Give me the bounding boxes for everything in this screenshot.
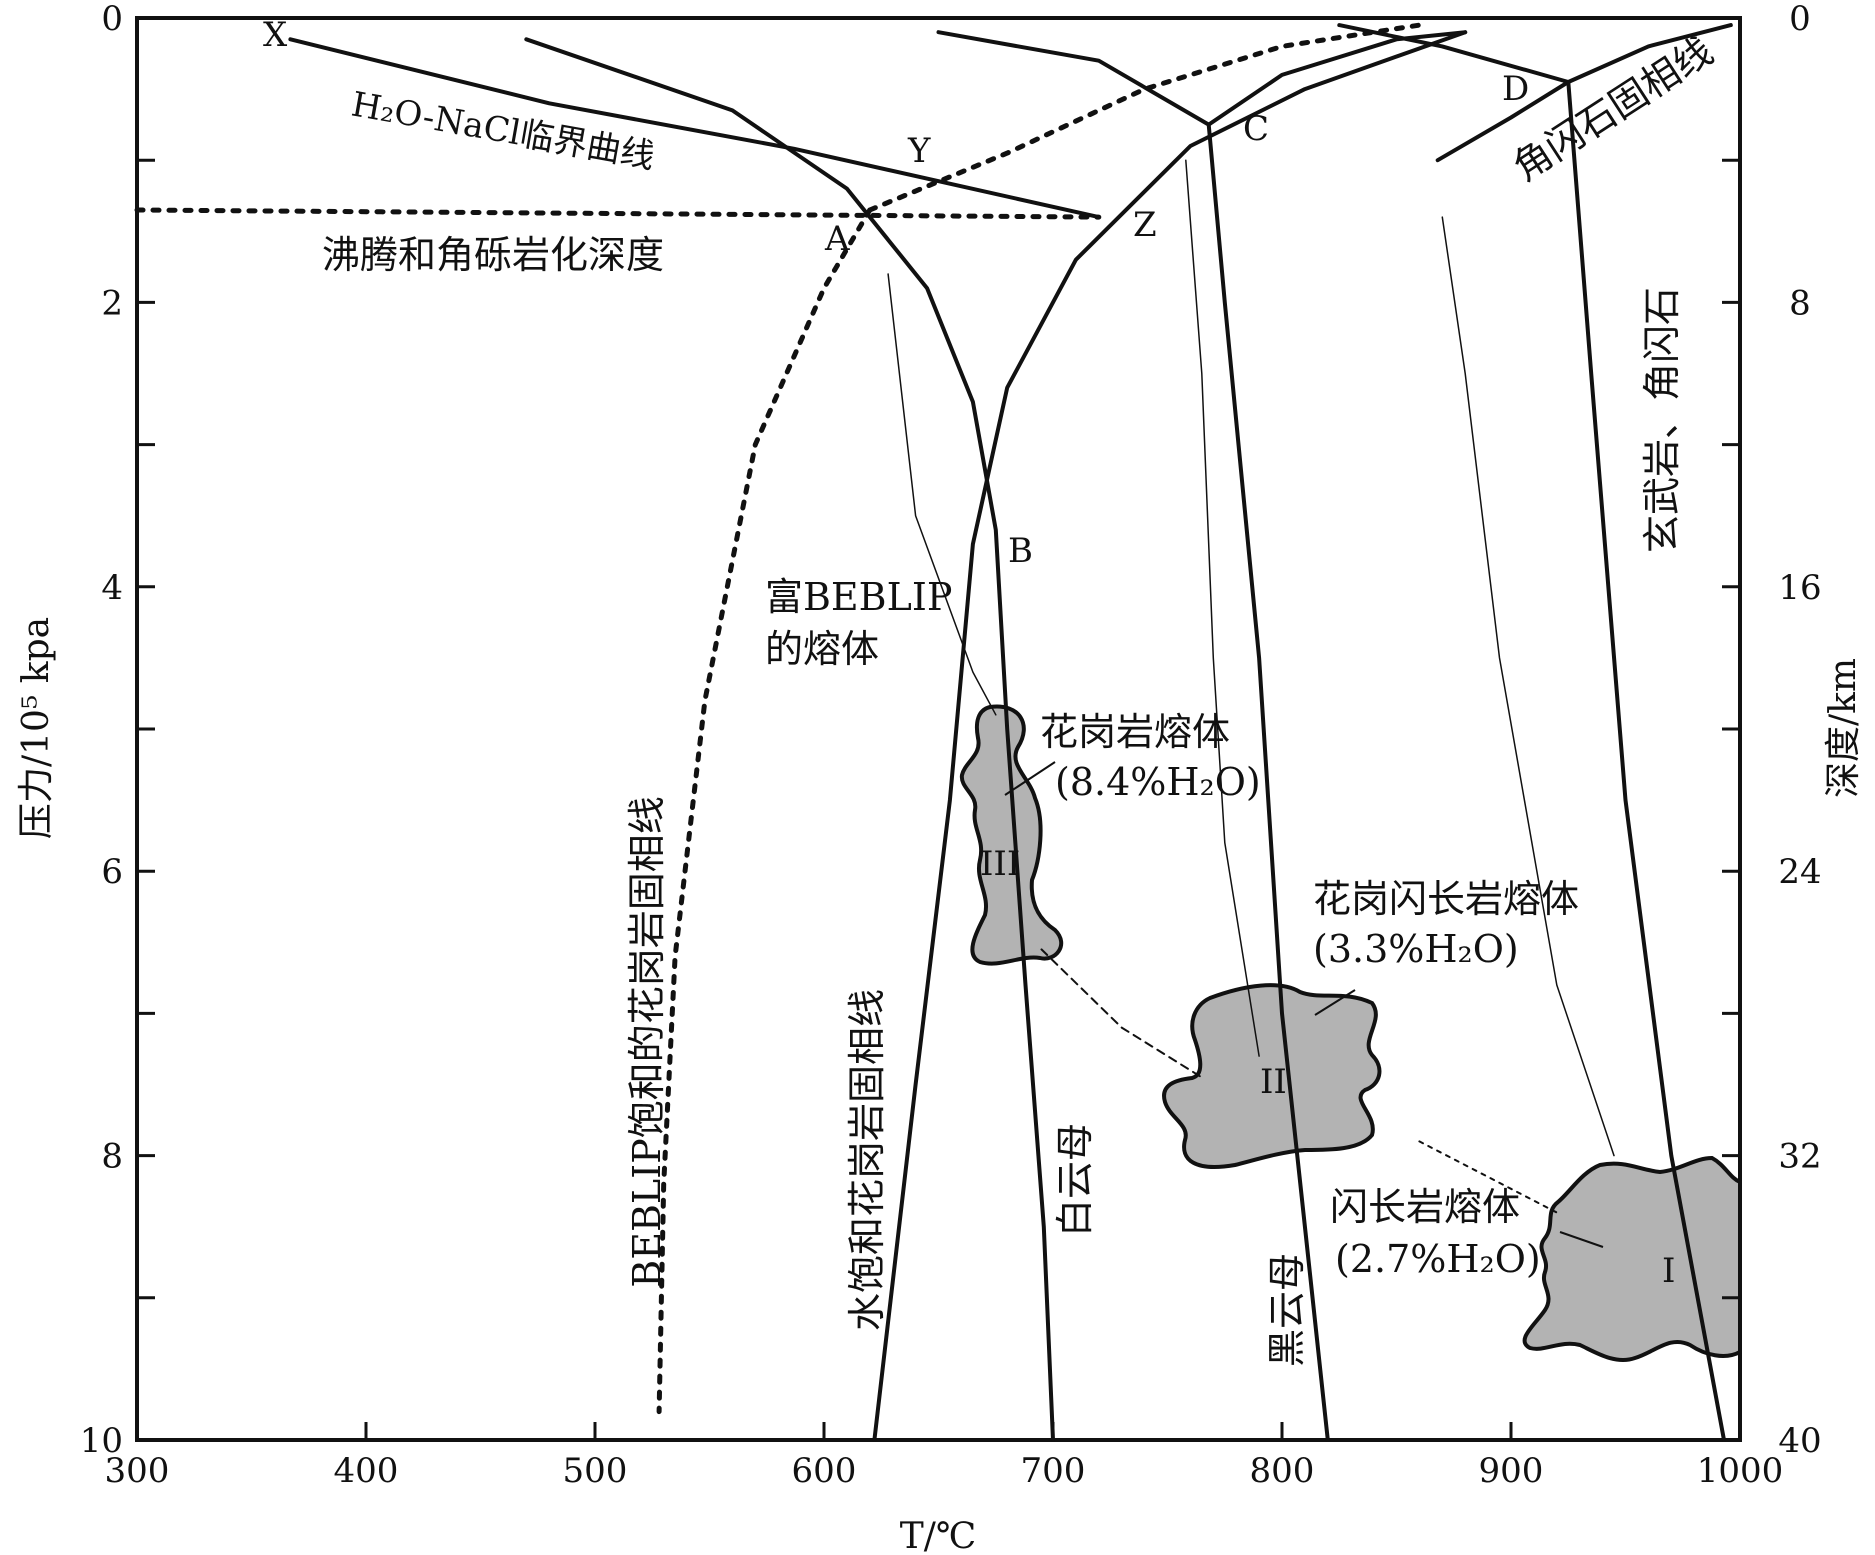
y-left-tick-label-4: 8: [101, 1137, 123, 1177]
x-tick-label-5: 800: [1250, 1451, 1315, 1491]
y-left-tick-label-5: 10: [80, 1421, 123, 1461]
beblip-solidus-label: BEBLIP饱和的花岗岩固相线: [625, 796, 669, 1287]
biotite-label: 黑云母: [1265, 1253, 1309, 1367]
critical-curve-label: H₂O-NaCl临界曲线: [348, 84, 657, 177]
y-axis-right-title: 深度/km: [1823, 658, 1864, 798]
point-label-d: D: [1502, 69, 1529, 109]
melt-III-label: III: [980, 844, 1020, 884]
series-line-2: [872, 30, 1468, 1442]
leader-II: [1314, 989, 1356, 1016]
y-right-tick-label-1: 8: [1789, 283, 1811, 323]
series-line-3: [936, 30, 1330, 1442]
rich-melt-label-1: 富BEBLIP: [765, 575, 952, 619]
x-axis-title: T/℃: [900, 1516, 976, 1555]
leader-I: [1559, 1231, 1604, 1248]
y-right-tick-label-2: 16: [1778, 568, 1821, 608]
series-line-5: [1337, 23, 1571, 84]
melt-region-I: [1522, 1155, 1742, 1362]
point-label-z: Z: [1133, 205, 1157, 245]
x-tick-label-0: 300: [105, 1451, 170, 1491]
y-left-tick-label-0: 0: [101, 0, 123, 39]
series-line-11: [887, 273, 997, 716]
y-right-tick-label-0: 0: [1789, 0, 1811, 39]
x-tick-label-1: 400: [334, 1451, 399, 1491]
x-tick-label-4: 700: [1021, 1451, 1086, 1491]
y-right-tick-label-4: 32: [1778, 1137, 1821, 1177]
granodiorite-melt-label: 花岗闪长岩熔体: [1313, 877, 1579, 921]
x-tick-label-3: 600: [792, 1451, 857, 1491]
diorite-melt-water: (2.7%H₂O): [1335, 1237, 1541, 1281]
melt-II-label: II: [1260, 1062, 1287, 1102]
series-line-10: [656, 207, 873, 1415]
point-label-y: Y: [907, 131, 931, 171]
y-right-tick-label-5: 40: [1778, 1421, 1821, 1461]
y-left-tick-label-1: 2: [101, 283, 123, 323]
y-left-tick-label-3: 6: [101, 852, 123, 892]
point-label-c: C: [1243, 109, 1269, 149]
y-right-tick-label-3: 24: [1778, 852, 1821, 892]
x-tick-label-2: 500: [563, 1451, 628, 1491]
x-tick-label-6: 900: [1479, 1451, 1544, 1491]
x-tick-label-7: 1000: [1697, 1451, 1784, 1491]
granite-melt-water: (8.4%H₂O): [1055, 760, 1261, 804]
series-line-1: [524, 37, 1055, 1442]
basalt-amphibole-label: 玄武岩、角闪石: [1640, 287, 1684, 553]
point-label-a: A: [824, 219, 850, 259]
series-line-13: [1441, 216, 1615, 1157]
series-line-0: [288, 37, 1101, 220]
point-label-b: B: [1008, 531, 1033, 571]
water-sat-solidus-label: 水饱和花岗岩固相线: [845, 989, 889, 1331]
melt-region-III: [959, 704, 1064, 966]
granodiorite-melt-water: (3.3%H₂O): [1313, 927, 1519, 971]
boiling-depth-label: 沸腾和角砾岩化深度: [322, 233, 664, 277]
diorite-melt-label: 闪长岩熔体: [1330, 1185, 1520, 1229]
series-line-4: [1206, 30, 1468, 127]
series-layer: [134, 22, 1733, 1442]
series-line-9: [867, 22, 1422, 213]
y-left-tick-label-2: 4: [101, 568, 123, 608]
leader-III: [1004, 761, 1056, 796]
granite-melt-label: 花岗岩熔体: [1040, 710, 1230, 754]
series-line-14: [1040, 948, 1203, 1079]
y-axis-left-title: 压力/10⁵ kpa: [16, 617, 57, 839]
amphibole-solidus-label: 角闪石固相线: [1505, 29, 1720, 190]
muscovite-label: 白云母: [1053, 1123, 1097, 1237]
melt-I-label: I: [1662, 1251, 1675, 1291]
melt-region-II: [1162, 983, 1382, 1169]
rich-melt-label-2: 的熔体: [765, 627, 879, 671]
series-line-7: [1566, 80, 1726, 1442]
series-line-8: [134, 207, 1102, 220]
point-label-x: X: [263, 15, 288, 55]
series-line-12: [1185, 159, 1260, 1057]
